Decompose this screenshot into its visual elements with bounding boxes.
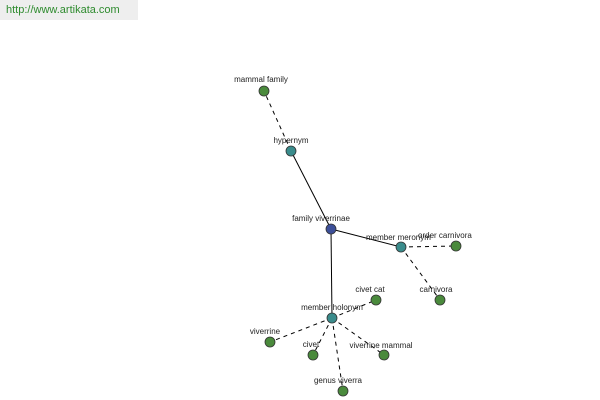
node-label[interactable]: mammal family (234, 75, 288, 84)
node-genus-viverra[interactable]: genus viverra (314, 376, 363, 397)
edge-member-meronym-to-order-carnivora (400, 245, 457, 248)
node-marker[interactable] (285, 145, 297, 157)
node-carnivora[interactable]: carnivora (420, 285, 453, 306)
node-label[interactable]: member meronym (366, 233, 431, 242)
edge-member-holonym-to-civet (312, 317, 333, 356)
node-member-holonym[interactable]: member holonym (301, 303, 363, 324)
node-marker[interactable] (378, 349, 390, 361)
edge-family-viverrinae-to-hypernym (290, 150, 332, 230)
node-marker[interactable] (370, 294, 382, 306)
edge-family-viverrinae-to-member-meronym (330, 228, 402, 248)
node-civet[interactable]: civet (303, 340, 320, 361)
node-family-viverrinae[interactable]: family viverrinae (292, 214, 350, 235)
node-marker[interactable] (395, 241, 407, 253)
node-label[interactable]: hypernym (273, 136, 308, 145)
edge-member-holonym-to-viverrine (269, 317, 333, 343)
node-marker[interactable] (337, 385, 349, 397)
node-marker[interactable] (326, 312, 338, 324)
node-label[interactable]: civet (303, 340, 320, 349)
nodes-layer: family viverrinae hypernym mammal family me… (234, 75, 472, 397)
site-url-banner[interactable]: http://www.artikata.com (0, 0, 138, 20)
edge-family-viverrinae-to-member-holonym (330, 228, 333, 319)
node-marker[interactable] (264, 336, 276, 348)
node-order-carnivora[interactable]: order carnivora (418, 231, 472, 252)
node-marker[interactable] (307, 349, 319, 361)
node-label[interactable]: family viverrinae (292, 214, 350, 223)
node-label[interactable]: viverrine mammal (349, 341, 412, 350)
node-civet-cat[interactable]: civet cat (355, 285, 385, 306)
edge-member-holonym-to-viverrine-mammal (331, 317, 385, 356)
edge-hypernym-to-mammal-family (263, 90, 292, 152)
edge-member-meronym-to-carnivora (400, 246, 441, 301)
node-label[interactable]: viverrine (250, 327, 281, 336)
node-marker[interactable] (450, 240, 462, 252)
node-label[interactable]: civet cat (355, 285, 385, 294)
node-viverrine[interactable]: viverrine (250, 327, 281, 348)
node-label[interactable]: order carnivora (418, 231, 472, 240)
node-label[interactable]: member holonym (301, 303, 363, 312)
node-label[interactable]: carnivora (420, 285, 453, 294)
node-label[interactable]: genus viverra (314, 376, 363, 385)
node-mammal-family[interactable]: mammal family (234, 75, 288, 97)
node-marker[interactable] (434, 294, 446, 306)
edges-layer (263, 90, 457, 392)
node-hypernym[interactable]: hypernym (273, 136, 309, 157)
node-viverrine-mammal[interactable]: viverrine mammal (349, 341, 413, 361)
node-member-meronym[interactable]: member meronym (366, 233, 431, 253)
node-marker[interactable] (258, 85, 270, 97)
node-marker[interactable] (325, 223, 337, 235)
